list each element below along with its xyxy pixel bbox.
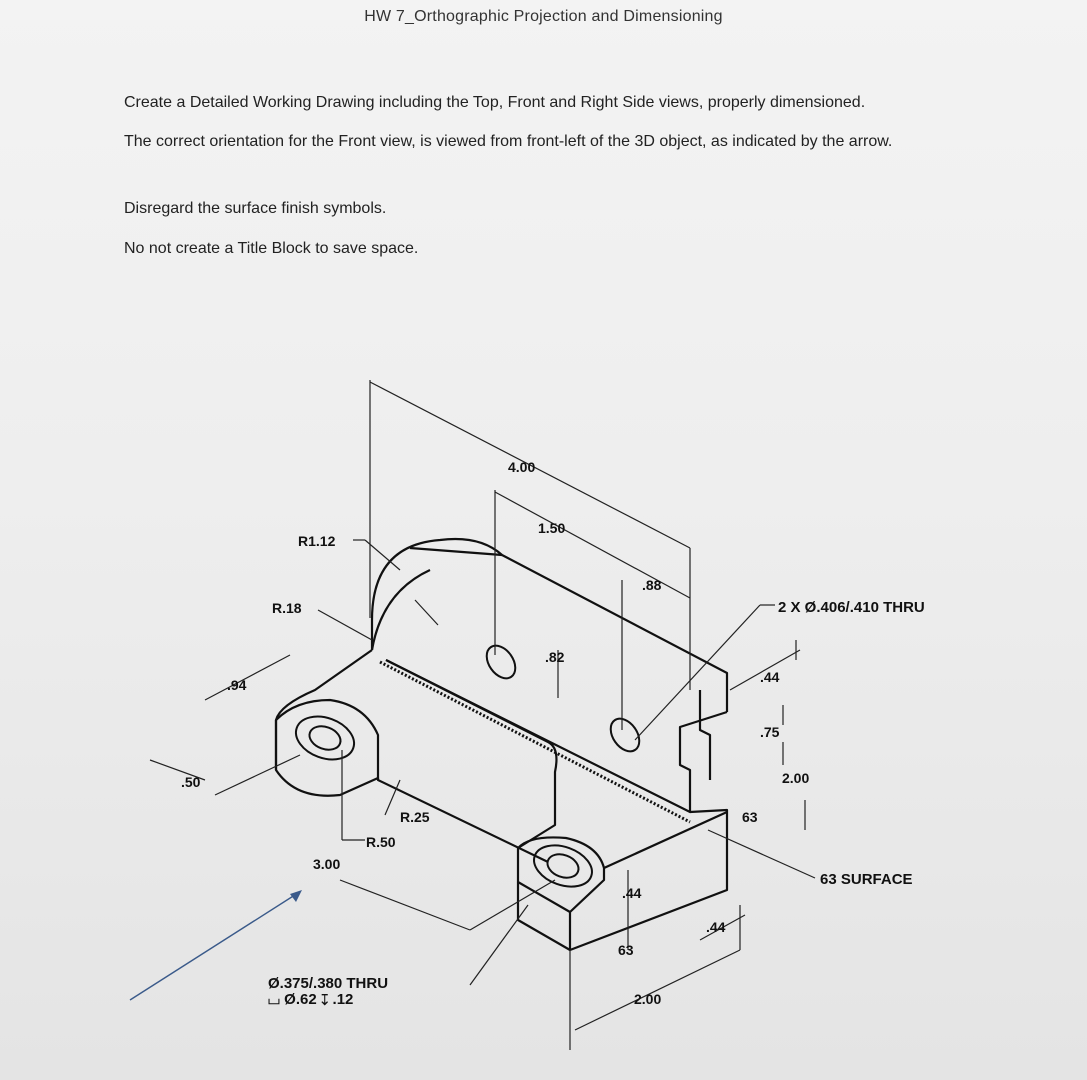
dim-75: .75: [760, 724, 780, 740]
back-wall-outline: [370, 537, 729, 712]
dim-82: .82: [545, 649, 565, 665]
wall-hole-2: [609, 717, 641, 753]
dim-r-25: R.25: [400, 809, 430, 825]
left-boss: [275, 698, 380, 780]
counterbore-left: [294, 715, 356, 761]
dim-2-00-right: 2.00: [782, 770, 809, 786]
dim-44-top: .44: [760, 669, 780, 685]
base-front: [385, 659, 571, 913]
large-hole-callout: 2 X Ø.406/.410 THRU: [778, 599, 925, 616]
instruction-line-4: No not create a Title Block to save spac…: [124, 240, 419, 257]
hole-right: [546, 853, 580, 879]
small-hole-callout-line-2: ⌴ Ø.62 ↧ .12: [268, 991, 353, 1008]
back-wall-top-edge: [409, 546, 503, 557]
instruction-line-2: The correct orientation for the Front vi…: [124, 133, 893, 150]
surface-finish-63-right: 63: [742, 809, 758, 825]
view-direction-arrow: [129, 890, 302, 1001]
dim-50: .50: [181, 774, 201, 790]
dim-2-00-bottom: 2.00: [634, 991, 661, 1007]
instruction-line-3: Disregard the surface finish symbols.: [124, 200, 387, 217]
holes: [294, 644, 641, 888]
surface-finish-63-bottom: 63: [618, 942, 634, 958]
instruction-line-1: Create a Detailed Working Drawing includ…: [124, 94, 866, 111]
page-title: HW 7_Orthographic Projection and Dimensi…: [364, 8, 723, 25]
dim-r-50: R.50: [366, 834, 396, 850]
small-hole-callout-line-1: Ø.375/.380 THRU: [268, 975, 388, 992]
back-wall-front-edge: [385, 659, 728, 814]
counterbore-right: [533, 844, 593, 888]
base-right-top: [603, 810, 728, 870]
surface-note: 63 SURFACE: [820, 871, 913, 888]
right-boss-side: [516, 882, 571, 951]
fillet-hatch: [379, 660, 691, 824]
base-left: [274, 649, 549, 863]
dim-3-00: 3.00: [313, 856, 340, 872]
dim-44-front: .44: [622, 885, 642, 901]
wall-hole-1: [485, 644, 517, 680]
dim-94: .94: [227, 677, 247, 693]
dim-44-lower: .44: [706, 919, 726, 935]
dimension-lines: [149, 380, 816, 1050]
part-outline: [274, 537, 729, 952]
dim-4-00: 4.00: [508, 459, 535, 475]
back-wall-curve: [370, 569, 431, 651]
right-boss: [517, 808, 729, 952]
dim-r-18: R.18: [272, 600, 302, 616]
dim-88: .88: [642, 577, 662, 593]
dim-1-50: 1.50: [538, 520, 565, 536]
dim-r1-12: R1.12: [298, 533, 336, 549]
notch-edge: [698, 690, 712, 780]
hole-left: [308, 725, 342, 751]
